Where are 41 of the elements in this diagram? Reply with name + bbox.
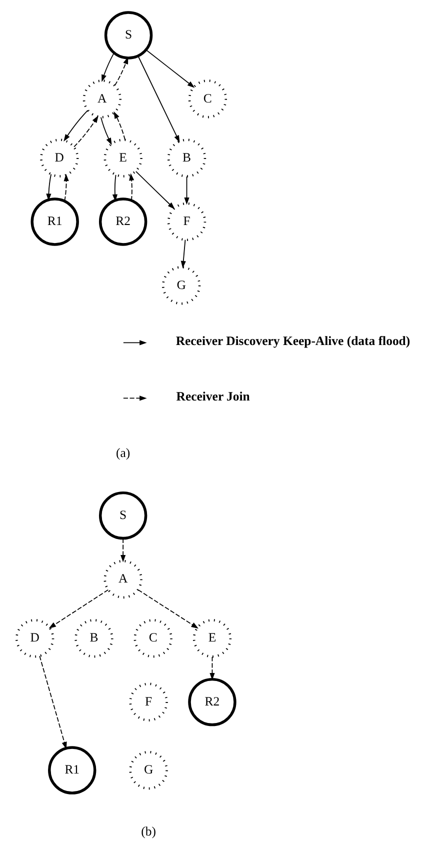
arrow: [101, 52, 114, 82]
arrow: [184, 176, 189, 205]
node-circle: S: [104, 11, 152, 60]
node-circle: E: [192, 619, 232, 658]
arrow: [73, 116, 98, 148]
node-circle: S: [98, 491, 147, 540]
arrow: [63, 110, 88, 142]
node-circle: F: [128, 682, 168, 722]
arrow: [38, 656, 66, 750]
arrow: [63, 174, 68, 202]
node-circle: A: [103, 560, 142, 599]
legend-label: Receiver Discovery Keep-Alive (data flood): [175, 334, 410, 348]
arrow: [145, 49, 194, 88]
node-circle: R1: [48, 746, 96, 794]
arrow: [128, 173, 134, 201]
label: (b): [140, 824, 156, 838]
arrow: [137, 56, 180, 143]
arrow: [120, 538, 126, 562]
node-circle: G: [128, 750, 168, 790]
arrow: [137, 589, 198, 629]
arrow: [113, 111, 125, 140]
node-circle: R2: [98, 198, 147, 246]
arrow: [112, 174, 117, 202]
node-circle: G: [161, 266, 200, 305]
node-circle: D: [40, 138, 78, 178]
node-circle: E: [103, 138, 142, 178]
arrow: [114, 56, 128, 86]
arrow: [135, 171, 174, 210]
label: (a): [116, 446, 130, 460]
node-circle: R1: [30, 198, 78, 246]
node-circle: C: [133, 619, 172, 658]
node-circle: R2: [188, 678, 236, 726]
arrow: [100, 116, 112, 146]
node-circle: B: [74, 619, 113, 658]
arrow: [209, 656, 214, 680]
node-circle: D: [15, 619, 54, 658]
arrow: [180, 239, 186, 268]
arrow: [48, 589, 108, 628]
legend-label: Receiver Join: [176, 390, 250, 404]
node-circle: B: [166, 138, 206, 178]
arrow: [46, 174, 52, 202]
